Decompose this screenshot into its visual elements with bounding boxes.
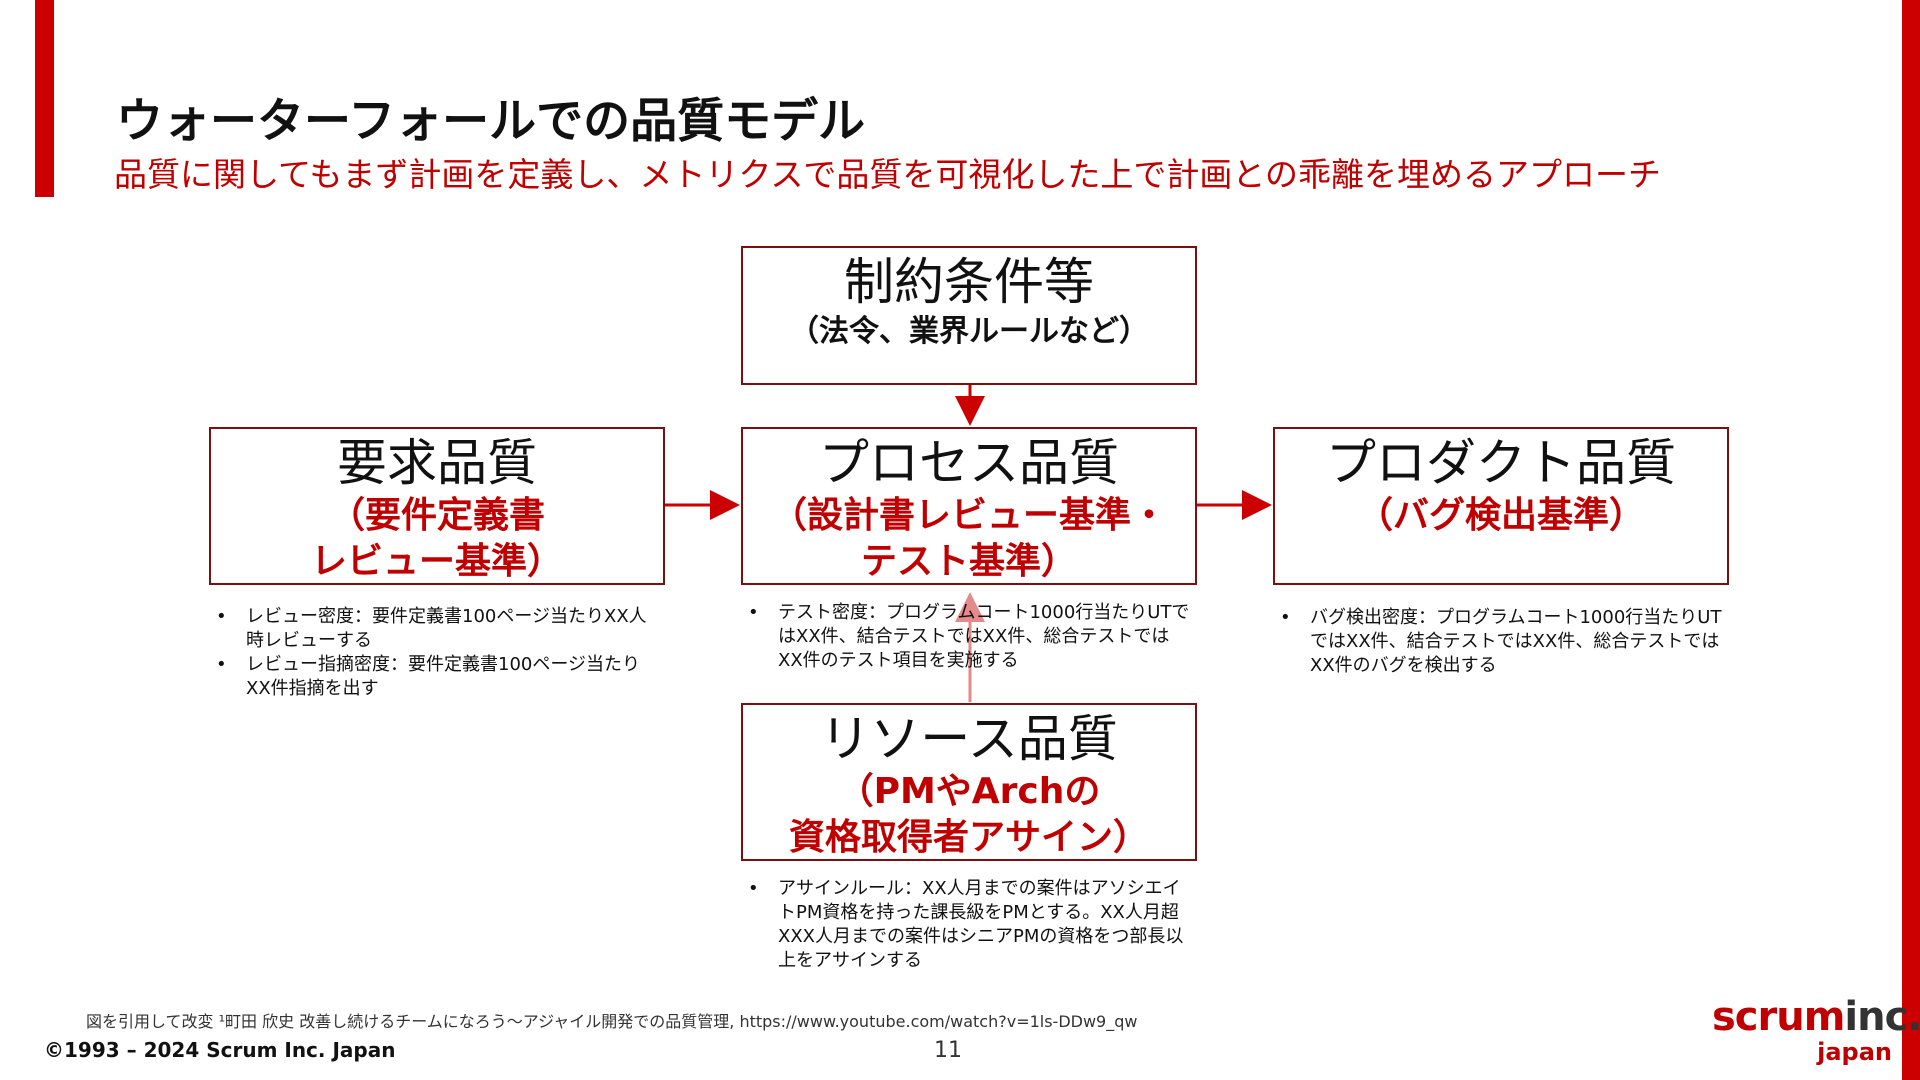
list-item: バグ検出密度：プログラムコート1000行当たりUTではXX件、結合テストではXX… [1276, 606, 1722, 678]
logo-part1: scrum [1712, 994, 1845, 1040]
copyright: ©1993 – 2024 Scrum Inc. Japan [44, 1038, 396, 1062]
list-item: アサインルール：XX人月までの案件はアソシエイトPM資格を持った課長級をPMとす… [744, 877, 1190, 973]
constraints-sub: （法令、業界ルールなど） [789, 314, 1149, 349]
resource-box: リソース品質 （PMやArchの 資格取得者アサイン） [741, 703, 1197, 861]
scrum-inc-logo: scruminc. japan [1712, 994, 1920, 1066]
process-sub-line1: （設計書レビュー基準・ [770, 495, 1167, 536]
list-item: テスト密度：プログラムコート1000行当たりUTではXX件、結合テストではXX件… [744, 601, 1190, 673]
requirements-sub-line2: レビュー基準） [310, 541, 563, 582]
resource-sub-line1: （PMやArchの [837, 771, 1101, 812]
list-item: レビュー指摘密度：要件定義書100ページ当たりXX件指摘を出す [212, 653, 652, 701]
product-title: プロダクト品質 [1326, 434, 1676, 492]
constraints-box: 制約条件等 （法令、業界ルールなど） [741, 246, 1197, 385]
logo-part2: inc. [1844, 994, 1920, 1040]
requirements-title: 要求品質 [337, 434, 537, 492]
process-title: プロセス品質 [819, 434, 1119, 492]
logo-sub: japan [1817, 1038, 1892, 1066]
requirements-sub-line1: （要件定義書 [328, 495, 545, 536]
process-notes: テスト密度：プログラムコート1000行当たりUTではXX件、結合テストではXX件… [744, 601, 1190, 673]
slide-subtitle: 品質に関してもまず計画を定義し、メトリクスで品質を可視化した上で計画との乖離を埋… [114, 155, 1662, 194]
accent-bar-right [1902, 0, 1920, 1080]
requirements-box: 要求品質 （要件定義書 レビュー基準） [209, 427, 665, 585]
slide-title: ウォーターフォールでの品質モデル [116, 94, 866, 149]
requirements-notes: レビュー密度：要件定義書100ページ当たりXX人時レビューする レビュー指摘密度… [212, 605, 652, 701]
list-item: レビュー密度：要件定義書100ページ当たりXX人時レビューする [212, 605, 652, 653]
page-number: 11 [934, 1038, 962, 1063]
constraints-title: 制約条件等 [844, 253, 1094, 311]
resource-notes: アサインルール：XX人月までの案件はアソシエイトPM資格を持った課長級をPMとす… [744, 877, 1190, 973]
resource-sub-line2: 資格取得者アサイン） [788, 817, 1149, 858]
resource-title: リソース品質 [820, 710, 1118, 768]
process-sub-line2: テスト基準） [860, 541, 1077, 582]
citation: 図を引用して改変 ¹町田 欣史 改善し続けるチームになろう～アジャイル開発での品… [86, 1012, 1138, 1031]
product-box: プロダクト品質 （バグ検出基準） [1273, 427, 1729, 585]
product-sub: （バグ検出基準） [1356, 495, 1645, 536]
product-notes: バグ検出密度：プログラムコート1000行当たりUTではXX件、結合テストではXX… [1276, 606, 1722, 678]
accent-bar-left [35, 0, 54, 197]
process-box: プロセス品質 （設計書レビュー基準・ テスト基準） [741, 427, 1197, 585]
